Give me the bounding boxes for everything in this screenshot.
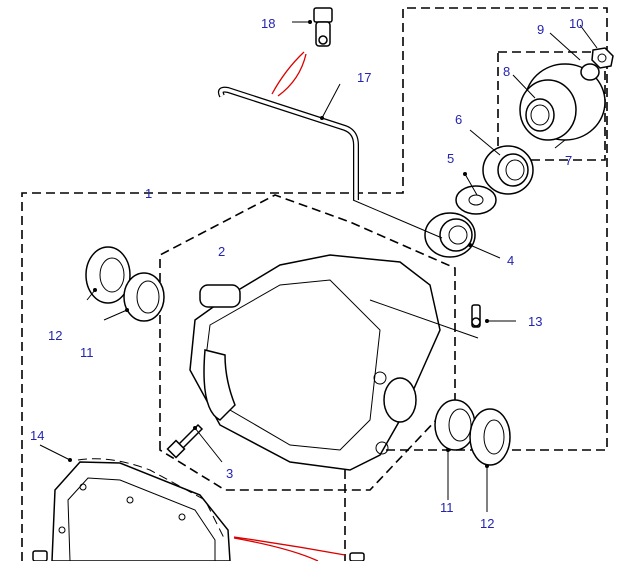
callout-7: 7: [565, 153, 572, 168]
assembly-7-boundary: [497, 51, 606, 161]
assembly-2-boundary: [159, 194, 456, 491]
leader-dots: [68, 20, 489, 468]
callout-12-left: 12: [48, 328, 62, 343]
breather-pipe-17[interactable]: [217, 86, 359, 200]
assembly-1-boundary: [21, 7, 608, 561]
rtv-gasket-outline: [77, 458, 226, 541]
callout-11-right: 11: [440, 500, 454, 515]
washer-9[interactable]: [580, 63, 600, 81]
callout-4: 4: [507, 253, 514, 268]
oil-seal-12-left[interactable]: [85, 246, 131, 304]
callout-1: 1: [145, 186, 152, 201]
callout-6: 6: [455, 112, 462, 127]
highlight-line: [271, 51, 307, 97]
oil-seal-12-right[interactable]: [469, 408, 511, 466]
breather-13[interactable]: [471, 304, 481, 328]
bolt-bottom-left: [32, 550, 48, 561]
differential-housing-2[interactable]: [189, 254, 441, 471]
nut-10[interactable]: [591, 47, 614, 69]
oil-seal-6[interactable]: [482, 145, 534, 195]
callout-8: 8: [503, 64, 510, 79]
flange-8[interactable]: [519, 63, 606, 141]
cover-14[interactable]: [51, 461, 231, 561]
callout-13: 13: [528, 314, 542, 329]
bearing-4[interactable]: [424, 212, 476, 258]
callout-5: 5: [447, 151, 454, 166]
callout-17: 17: [357, 70, 371, 85]
spacer-5[interactable]: [455, 185, 497, 215]
callout-2: 2: [218, 244, 225, 259]
callout-9: 9: [537, 22, 544, 37]
callout-10: 10: [569, 16, 583, 31]
highlight-line: [233, 536, 346, 561]
callout-12-right: 12: [480, 516, 494, 531]
callout-14: 14: [30, 428, 44, 443]
bolt-3[interactable]: [166, 423, 204, 459]
callout-18: 18: [261, 16, 275, 31]
bearing-11-right[interactable]: [434, 399, 476, 451]
bolt-bottom-right: [349, 552, 365, 561]
bearing-11-left[interactable]: [123, 272, 165, 322]
leader-lines: [39, 21, 598, 512]
callout-3: 3: [226, 466, 233, 481]
breather-connector-18[interactable]: [313, 7, 333, 47]
callout-11-left: 11: [80, 345, 94, 360]
